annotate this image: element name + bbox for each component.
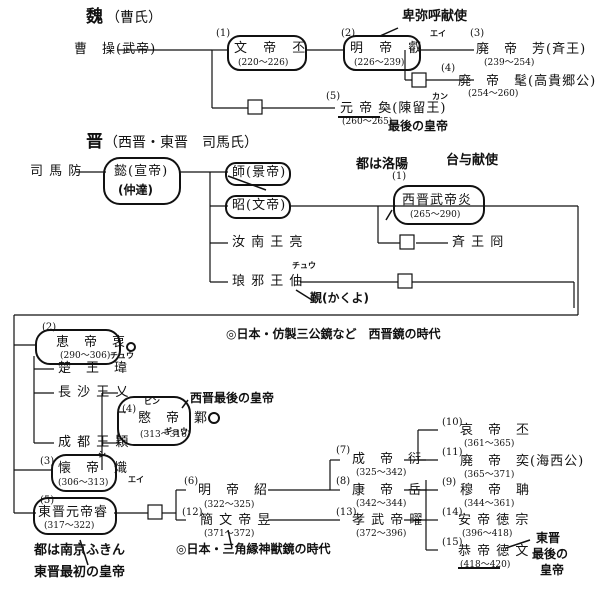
jin-mudi-name: 穆 帝 聃 — [460, 483, 531, 498]
jin-huidi-number: (2) — [42, 322, 57, 333]
jin-chengdi-number: (7) — [336, 445, 351, 456]
jin-title: 晋 — [86, 132, 103, 152]
wei-mingdi-name: 明 帝 叡 — [350, 41, 428, 56]
note-capital-nanjing: 都は南京ふきん — [34, 543, 126, 558]
sima-yi-note: (仲達) — [118, 183, 153, 197]
langya-ruby: チュウ — [292, 261, 316, 270]
note-eastern-jin-last-3: 皇帝 — [540, 563, 565, 577]
changsha-wang: 長 沙 王 乂 — [58, 385, 130, 400]
jin-feidi-name: 廃 帝 奕(海西公) — [460, 454, 585, 469]
jin-andi-name: 安 帝 徳 宗 — [458, 513, 530, 528]
jin-mindi-ruby: ビン — [144, 397, 160, 406]
jin-andi-number: (14) — [442, 507, 463, 518]
jin-kangdi-number: (8) — [336, 476, 351, 487]
jin-xiaowu-years: (372～396) — [356, 529, 407, 539]
jin-huaidi-number: (3) — [40, 456, 55, 467]
jin-gongdi-years: (418～420) — [460, 560, 511, 570]
wei-title: 魏 — [86, 7, 103, 27]
wei-wendi-number: (1) — [216, 28, 231, 39]
wei-feidi-fang-years: (239～254) — [484, 58, 535, 68]
jin-wudi-number: (1) — [392, 171, 407, 182]
wei-yuandi-name: 元 帝 奐(陳留王) — [340, 101, 447, 116]
note-eastern-jin-last-2: 最後の — [532, 547, 569, 561]
sima-zhao: 昭(文帝) — [232, 198, 287, 213]
jin-mingdi-number: (6) — [184, 476, 199, 487]
jin-wudi-name: 西晋武帝炎 — [402, 193, 473, 208]
jin-mingdi-name: 明 帝 紹 — [198, 483, 269, 498]
wei-ruby-ei: エイ — [430, 29, 446, 38]
jin-yuandi-ruby: エイ — [128, 475, 144, 484]
jin-chengdi-years: (325～342) — [356, 468, 407, 478]
jin-aidi-name: 哀 帝 丕 — [460, 423, 531, 438]
wei-feidi-fang-name: 廃 帝 芳(斉王) — [476, 42, 587, 57]
note-western-jin-last: 西晋最後の皇帝 — [190, 391, 275, 405]
jin-kangdi-name: 康 帝 岳 — [352, 483, 423, 498]
wei-ruby-kan: カン — [432, 92, 448, 101]
jin-yuandi-years: (317～322) — [44, 521, 95, 531]
jin-wudi-years: (265～290) — [410, 210, 461, 220]
wei-feidi-mao-name: 廃 帝 髦(高貴郷公) — [458, 74, 597, 89]
note-eastern-jin-last-1: 東晋 — [536, 531, 561, 545]
jin-clan: （西晋・東晋 司馬氏） — [104, 135, 258, 151]
sima-shi: 師(景帝) — [232, 165, 287, 180]
jin-andi-years: (396～418) — [462, 529, 513, 539]
jin-kangdi-years: (342～344) — [356, 499, 407, 509]
jin-huidi-ruby: チュウ — [110, 351, 134, 360]
jin-gongdi-name: 恭 帝 徳 文 — [458, 544, 530, 559]
jin-aidi-years: (361～365) — [464, 439, 515, 449]
note-eastern-jin-first: 東晋最初の皇帝 — [34, 565, 126, 580]
sima-fang: 司 馬 防 — [30, 164, 83, 179]
jin-huaidi-ruby: シ — [98, 450, 106, 459]
note-wei-last: 最後の皇帝 — [388, 119, 449, 133]
jin-mingdi-years: (322～325) — [204, 500, 255, 510]
wei-feidi-mao-years: (254～260) — [468, 89, 519, 99]
chu-wang: 楚 王 瑋 — [58, 361, 129, 376]
qi-wang: 斉 王 冏 — [452, 235, 505, 250]
jin-mindi-number: (4) — [122, 404, 137, 415]
jin-aidi-number: (10) — [442, 417, 463, 428]
jin-yuandi-name: 東晋元帝睿 — [38, 505, 109, 520]
wei-mingdi-number: (2) — [341, 28, 356, 39]
wei-feidi-fang-number: (3) — [470, 28, 485, 39]
jin-huaidi-years: (306～313) — [58, 478, 109, 488]
langya-wang: 琅 邪 王 伷 — [232, 274, 304, 289]
note-capital-luoyang: 都は洛陽 — [356, 157, 409, 172]
langya-jue: 覲(かくよ) — [310, 291, 369, 305]
cao-cao: 曹 操(武帝) — [74, 42, 157, 57]
jin-mudi-number: (9) — [442, 477, 457, 488]
wei-wendi-years: (220～226) — [238, 58, 289, 68]
jin-gongdi-number: (15) — [442, 537, 463, 548]
jin-mindi-ruby2: ギョウ — [164, 427, 188, 436]
wei-yuandi-years: (260～265) — [342, 117, 393, 127]
jin-feidi-number: (11) — [442, 447, 463, 458]
jin-huaidi-name: 懐 帝 熾 — [58, 461, 129, 476]
jin-chengdi-name: 成 帝 衍 — [352, 452, 423, 467]
jin-huidi-name: 恵 帝 衷 — [56, 335, 127, 350]
jin-jianwen-name: 簡 文 帝 昱 — [200, 513, 272, 528]
jin-jianwen-number: (12) — [182, 507, 203, 518]
jin-xiaowu-name: 孝 武 帝 曜 — [352, 513, 424, 528]
jin-mindi-name: 愍 帝 鄴 — [138, 411, 209, 426]
note-himiko: 卑弥呼献使 — [402, 9, 468, 24]
note-japan-triangular-mirrors: ◎日本・三角縁神獣鏡の時代 — [176, 542, 331, 556]
jin-huidi-years: (290～306) — [60, 351, 111, 361]
note-japan-western-mirrors: ◎日本・仿製三公鏡など 西晋鏡の時代 — [226, 327, 441, 341]
jin-jianwen-years: (371～372) — [204, 529, 255, 539]
jin-mindi-years: (313～316) — [140, 430, 191, 440]
runan-wang: 汝 南 王 亮 — [232, 235, 304, 250]
wei-yuandi-number: (5) — [326, 91, 341, 102]
jin-feidi-years: (365～371) — [464, 470, 515, 480]
wei-mingdi-years: (226～239) — [354, 58, 405, 68]
jin-xiaowu-number: (13) — [336, 507, 357, 518]
wei-wendi-name: 文 帝 丕 — [234, 41, 312, 56]
wei-feidi-mao-number: (4) — [441, 63, 456, 74]
jin-yuandi-number: (5) — [40, 495, 55, 506]
jin-mudi-years: (344～361) — [464, 499, 515, 509]
sima-yi: 懿(宣帝) — [114, 164, 169, 179]
chengdu-wang: 成 都 王 穎 — [58, 435, 130, 450]
note-taiyo: 台与献使 — [446, 153, 499, 168]
wei-clan: （曹氏） — [106, 10, 162, 26]
